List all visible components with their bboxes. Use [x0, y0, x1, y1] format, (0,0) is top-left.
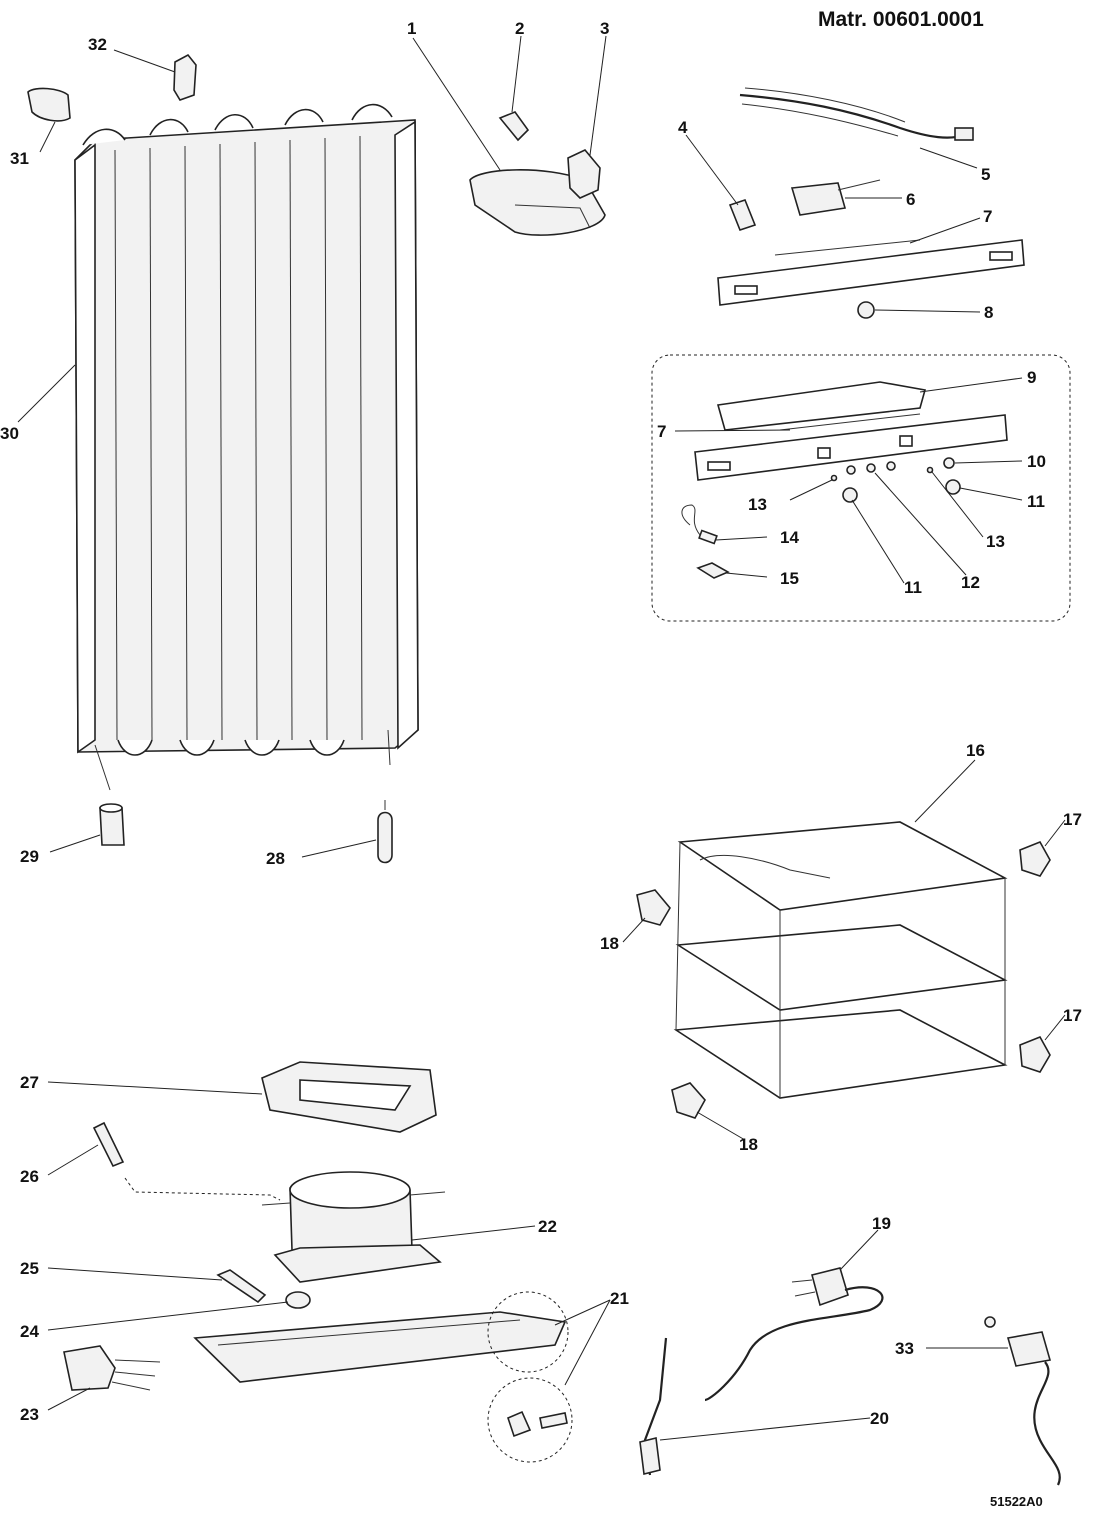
part-3-lamp-holder	[567, 149, 601, 199]
callout-17-bottom: 17	[1063, 1006, 1082, 1025]
callout-4: 4	[678, 118, 688, 137]
part-32-clip	[173, 53, 197, 101]
callout-32: 32	[88, 35, 107, 54]
part-29-cylinder	[99, 807, 125, 846]
part-7-strip	[774, 239, 921, 256]
control-panel-group-box	[651, 354, 1071, 622]
callout-11-right: 11	[1027, 492, 1045, 511]
callout-14: 14	[780, 528, 799, 547]
callout-29: 29	[20, 847, 39, 866]
part-25-bracket	[216, 1269, 267, 1304]
callout-17-top: 17	[1063, 810, 1082, 829]
callout-27: 27	[20, 1073, 39, 1092]
part-18-clip-bottom	[671, 1082, 706, 1119]
drawing-code: 51522A0	[990, 1494, 1043, 1509]
model-number: Matr. 00601.0001	[818, 8, 984, 31]
callout-16: 16	[966, 741, 985, 760]
callout-8: 8	[984, 303, 993, 322]
part-16-wire-shelves	[673, 821, 1008, 1099]
part-9-board	[716, 381, 927, 431]
callout-19: 19	[872, 1214, 891, 1233]
part-18-clip-top	[636, 889, 671, 926]
callout-20: 20	[870, 1409, 889, 1428]
callout-9: 9	[1027, 368, 1036, 387]
control-panel-lower	[694, 414, 1008, 481]
part-10-lamp	[943, 457, 955, 469]
callout-6: 6	[906, 190, 915, 209]
callout-24: 24	[20, 1322, 39, 1341]
part-28-filter	[377, 811, 393, 864]
part-23-relay	[63, 1345, 116, 1391]
callout-7-top: 7	[983, 207, 992, 226]
part-8-knob	[857, 301, 875, 319]
part-21-base-plate	[193, 1311, 567, 1383]
part-11-knob-left	[842, 487, 858, 503]
part-11-knob-right	[945, 479, 961, 495]
callout-13-left: 13	[748, 495, 767, 514]
callout-30: 30	[0, 424, 19, 443]
part-19-cord	[704, 1286, 884, 1402]
callout-3: 3	[600, 19, 609, 38]
callout-numbers: 1 2 3 4 5 6 7 8 9 7 10 11 13 13 12 11 14…	[0, 19, 1082, 1428]
part-24-grommet	[285, 1291, 311, 1309]
callout-23: 23	[20, 1405, 39, 1424]
callout-33: 33	[895, 1339, 914, 1358]
part-5-wire-harness	[739, 93, 966, 139]
part-26-tube	[92, 1121, 125, 1168]
callout-21: 21	[610, 1289, 629, 1308]
callout-18-bottom: 18	[739, 1135, 758, 1154]
part-17-clip-top	[1019, 840, 1051, 877]
callout-11-left: 11	[904, 578, 922, 597]
control-panel-top	[717, 239, 1025, 306]
callout-26: 26	[20, 1167, 39, 1186]
callout-13-right: 13	[986, 532, 1005, 551]
part-33-capacitor	[1006, 1331, 1052, 1367]
part-6-thermostat	[790, 182, 847, 216]
callout-18-top: 18	[600, 934, 619, 953]
callout-28: 28	[266, 849, 285, 868]
callout-7-lower: 7	[657, 422, 666, 441]
callout-15: 15	[780, 569, 799, 588]
callout-22: 22	[538, 1217, 557, 1236]
part-14-sensor	[698, 529, 718, 545]
part-14-sensor-wire	[681, 504, 701, 536]
part-31-cap	[27, 87, 71, 122]
callout-12: 12	[961, 573, 980, 592]
callout-5: 5	[981, 165, 990, 184]
callout-1: 1	[407, 19, 416, 38]
callout-25: 25	[20, 1259, 39, 1278]
part-19-plug	[811, 1267, 849, 1307]
part-2-bulb	[498, 111, 530, 142]
callout-10: 10	[1027, 452, 1046, 471]
condenser	[74, 103, 419, 791]
leader-lines	[17, 35, 1066, 1441]
callout-31: 31	[10, 149, 29, 168]
part-17-clip-bottom	[1019, 1035, 1051, 1073]
callout-2: 2	[515, 19, 524, 38]
part-4-bracket	[728, 199, 757, 231]
part-15-clip	[696, 562, 730, 579]
part-21-detail-circle	[487, 1377, 573, 1463]
